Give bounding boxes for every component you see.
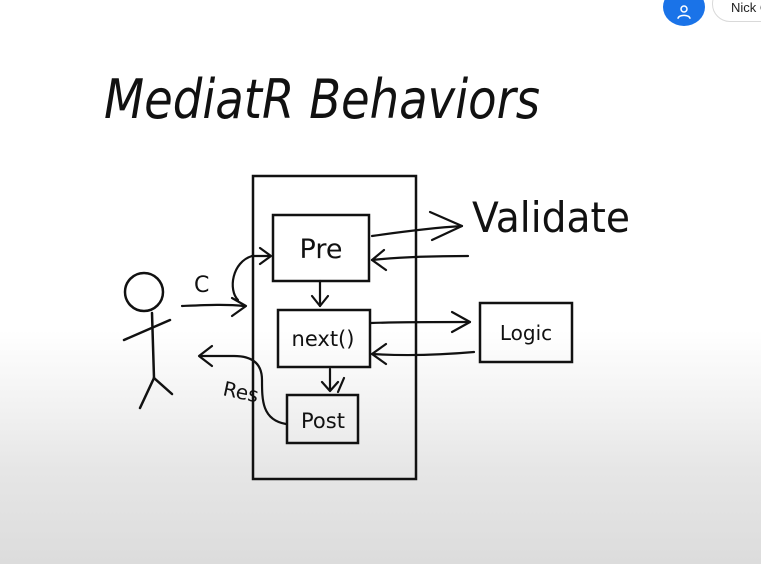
arrow-pre-to-next [310, 279, 330, 308]
actor-stick-figure [122, 271, 174, 410]
logic-label: Logic [500, 321, 552, 345]
arrow-command-in [180, 246, 273, 318]
arrow-next-to-logic [369, 310, 472, 334]
user-name: Nick C [731, 0, 761, 15]
pre-label: Pre [300, 234, 343, 265]
post-label: Post [301, 409, 345, 433]
user-name-chip[interactable]: Nick C [712, 0, 761, 22]
next-label: next() [292, 327, 355, 351]
logic-box: Logic [478, 301, 574, 364]
validate-label: Validate [472, 193, 630, 242]
arrow-validate-to-pre [370, 248, 470, 272]
arrow-next-to-post [320, 367, 346, 394]
response-label: Res [221, 376, 261, 407]
pre-box: Pre [271, 213, 371, 283]
next-box: next() [276, 308, 372, 369]
arrow-response-out [197, 344, 288, 426]
pipeline-container [251, 174, 418, 481]
person-icon [677, 5, 691, 19]
post-box: Post [285, 393, 360, 445]
diagram-title: MediatR Behaviors [104, 68, 540, 131]
arrow-pre-to-validate [370, 210, 464, 242]
arrow-logic-to-next [370, 342, 476, 366]
command-label: C [194, 273, 209, 298]
